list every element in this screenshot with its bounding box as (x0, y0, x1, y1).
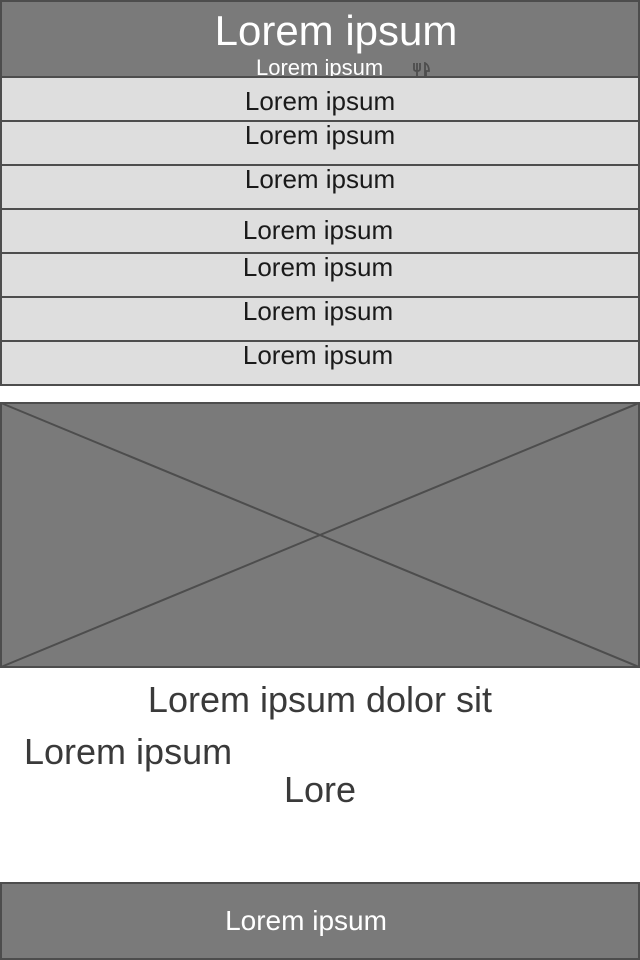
content-subcaption: Lorem ipsum (24, 731, 233, 772)
content-short-text: Lore (283, 769, 357, 810)
menu-item[interactable]: Lorem ipsum (0, 296, 640, 342)
menu-item-label: Lorem ipsum (242, 340, 394, 370)
menu-item-label: Lorem ipsum (242, 252, 394, 282)
menu-item-label: Lorem ipsum (244, 120, 396, 150)
fork-knife-icon (413, 62, 430, 78)
menu-item[interactable]: Lorem ipsum (0, 120, 640, 166)
content-caption: Lorem ipsum dolor sit (147, 679, 493, 720)
menu-item-label: Lorem ipsum (244, 164, 396, 194)
menu-list: Lorem ipsum Lorem ipsum Lorem ipsum Lore… (0, 76, 640, 386)
menu-item[interactable]: Lorem ipsum (0, 340, 640, 386)
footer-label: Lorem ipsum (225, 905, 387, 936)
menu-item-label: Lorem ipsum (242, 296, 394, 326)
image-placeholder (0, 402, 640, 668)
menu-item[interactable]: Lorem ipsum (0, 208, 640, 254)
header-bar: Lorem ipsum Lorem ipsum (0, 0, 640, 80)
menu-item-label: Lorem ipsum (242, 215, 394, 245)
menu-item-label: Lorem ipsum (244, 86, 396, 116)
page-subtitle: Lorem ipsum (256, 55, 384, 80)
page-title: Lorem ipsum (214, 7, 458, 54)
menu-item[interactable]: Lorem ipsum (0, 164, 640, 210)
footer-button[interactable]: Lorem ipsum (0, 882, 640, 960)
menu-item[interactable]: Lorem ipsum (0, 76, 640, 122)
menu-item[interactable]: Lorem ipsum (0, 252, 640, 298)
